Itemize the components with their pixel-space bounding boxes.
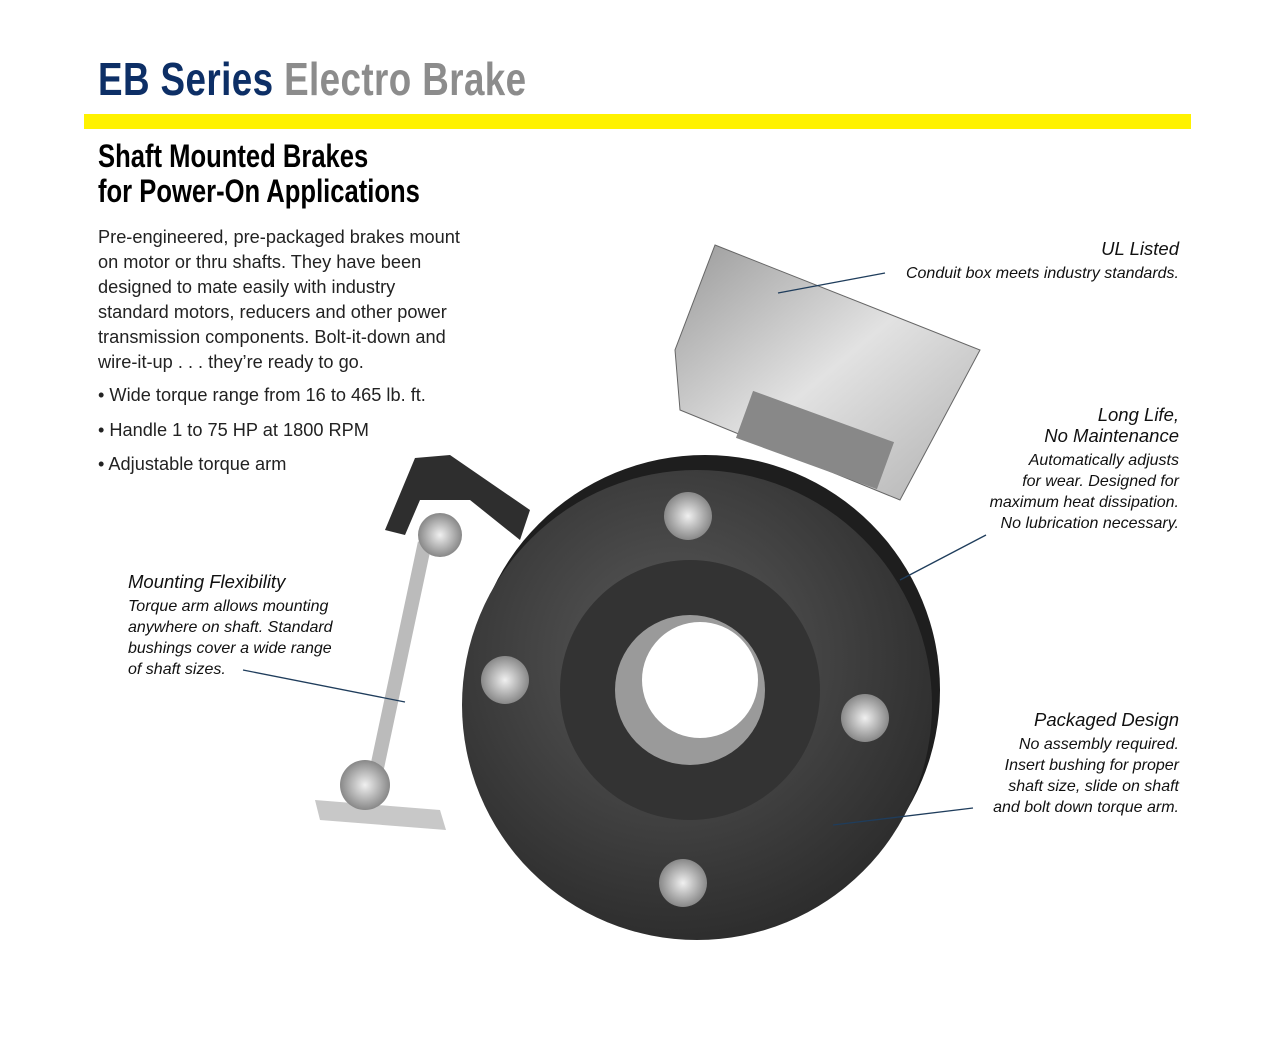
conduit-box (674, 244, 981, 501)
torque-arm (315, 455, 530, 830)
callout-text: maximum heat dissipation. (989, 494, 1179, 511)
title-product: Electro Brake (284, 53, 527, 105)
feature-item: • Handle 1 to 75 HP at 1800 RPM (98, 419, 369, 440)
callout-text: of shaft sizes. (128, 661, 226, 678)
callout-mounting-flexibility: Mounting Flexibility Torque arm allows m… (128, 571, 333, 680)
callout-ul-listed: UL Listed Conduit box meets industry sta… (906, 238, 1179, 284)
callout-title: Mounting Flexibility (128, 571, 286, 592)
feature-item: • Wide torque range from 16 to 465 lb. f… (98, 385, 426, 405)
callout-text: Conduit box meets industry standards. (905, 265, 1179, 282)
callout-title: Long Life, (1097, 404, 1179, 425)
callout-text: for wear. Designed for (1022, 473, 1179, 490)
callout-text: shaft size, slide on shaft (1008, 778, 1179, 795)
feature-item: • Adjustable torque arm (98, 454, 287, 474)
callout-long-life: Long Life, No Maintenance Automatically … (990, 404, 1179, 534)
subtitle-line-2: for Power-On Applications (98, 173, 420, 209)
callout-text: anywhere on shaft. Standard (128, 619, 333, 636)
leader-lines (242, 272, 987, 826)
callout-title: UL Listed (1101, 238, 1179, 259)
callout-text: Torque arm allows mounting (128, 598, 329, 615)
callout-text: Insert bushing for proper (1004, 757, 1179, 774)
page-title: EB Series Electro Brake (98, 52, 527, 106)
callout-title: Packaged Design (1033, 709, 1179, 730)
callout-text: No lubrication necessary. (1000, 515, 1179, 532)
callout-packaged-design: Packaged Design No assembly required. Ins… (993, 709, 1179, 818)
callout-text: and bolt down torque arm. (993, 799, 1179, 816)
brake-disc (462, 455, 940, 940)
intro-paragraph: Pre-engineered, pre-packaged brakes moun… (98, 227, 460, 372)
callout-text: No assembly required. (1018, 736, 1179, 753)
title-series: EB Series (98, 53, 274, 105)
callout-text: bushings cover a wide range (128, 640, 332, 657)
callout-title: No Maintenance (1044, 425, 1179, 446)
yellow-divider (84, 114, 1191, 129)
feature-list: • Wide torque range from 16 to 465 lb. f… (98, 383, 426, 487)
callout-text: Automatically adjusts (1028, 452, 1179, 469)
subtitle-line-1: Shaft Mounted Brakes (98, 138, 369, 174)
